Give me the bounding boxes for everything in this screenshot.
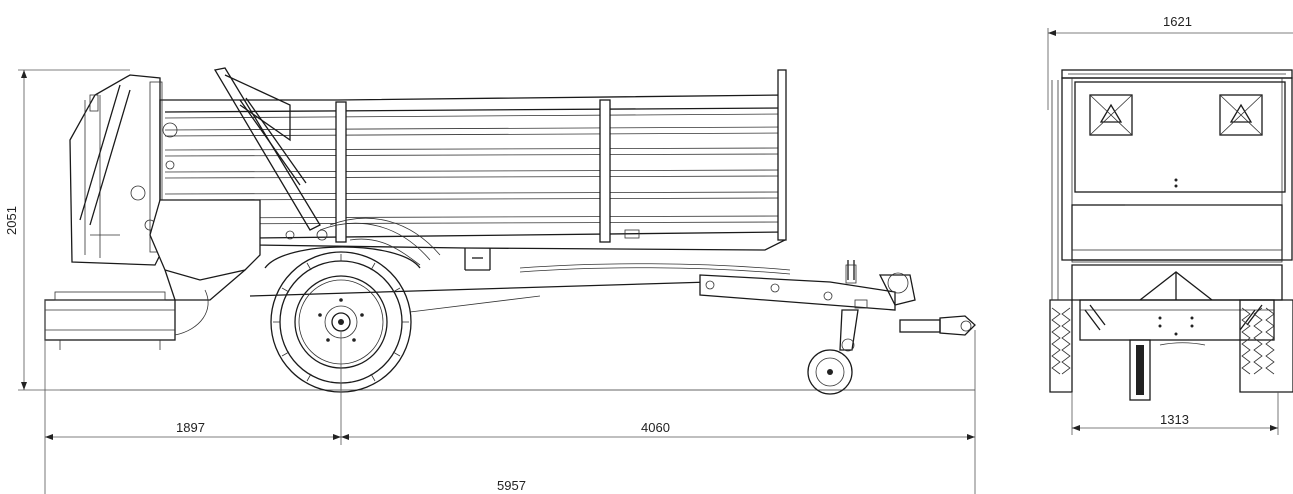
warning-plate-left (1089, 94, 1133, 136)
jockey-wheel (807, 309, 859, 395)
length-dimensions (44, 300, 976, 494)
drawbar (699, 260, 976, 336)
rear-jockey-wheel (1129, 339, 1206, 401)
height-label: 2051 (4, 206, 19, 235)
overall-width-label: 1621 (1163, 14, 1192, 29)
shield-box (149, 199, 261, 301)
rear-overhang-label: 1897 (176, 420, 205, 435)
rear-wheel-right (1239, 299, 1293, 393)
hydraulic-arm (213, 67, 441, 266)
chassis (249, 263, 791, 313)
height-dimension (18, 69, 130, 391)
main-wheel (264, 246, 421, 393)
rear-wheel-left (1049, 80, 1073, 393)
rear-spreading-unit (69, 74, 178, 266)
track-width-dimension (1071, 392, 1279, 435)
warning-plate-right (1219, 94, 1263, 136)
axle-to-hitch-label: 4060 (641, 420, 670, 435)
track-width-label: 1313 (1160, 412, 1189, 427)
rear-bumper (44, 289, 209, 350)
spreader-body (159, 69, 787, 271)
side-view: 2051 1897 4060 5957 (4, 67, 976, 494)
rear-view: 1621 (1047, 14, 1293, 435)
overall-width-dimension (1047, 28, 1293, 110)
total-length-label: 5957 (497, 478, 526, 493)
